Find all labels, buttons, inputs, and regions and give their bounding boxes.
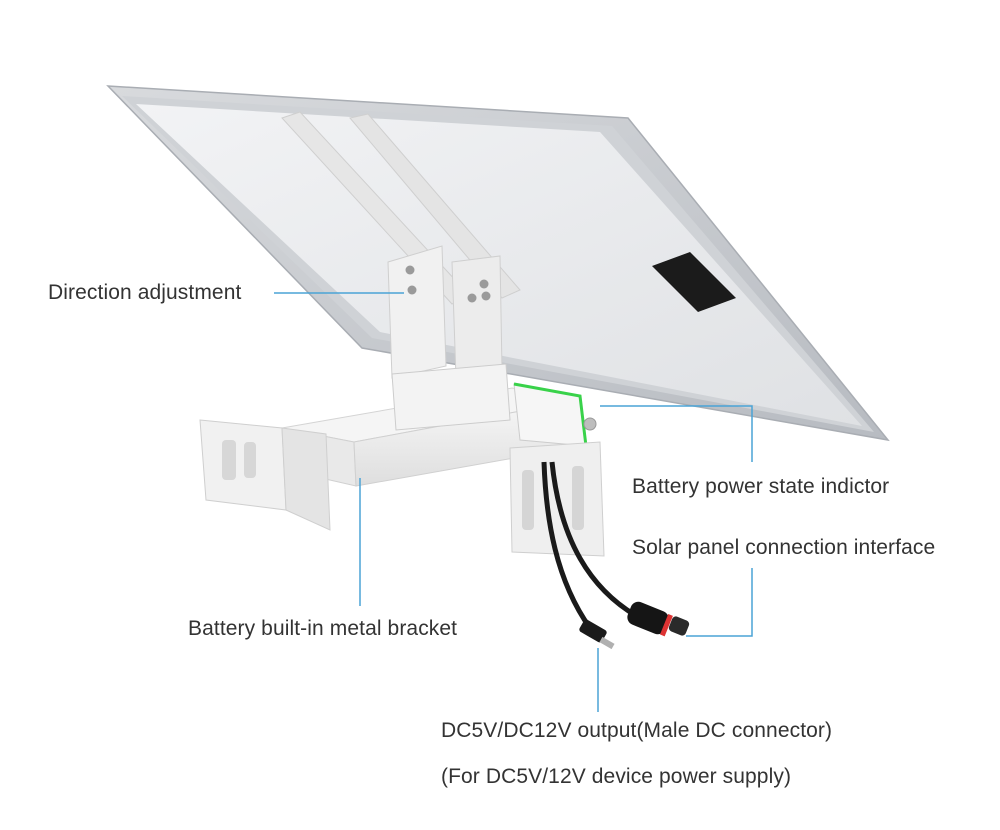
- leader-indicator: [600, 405, 753, 462]
- label-dc-supply: (For DC5V/12V device power supply): [441, 765, 792, 788]
- label-metal-bracket: Battery built-in metal bracket: [188, 617, 458, 640]
- leader-lines: [274, 292, 753, 712]
- indicator-light: [513, 382, 588, 447]
- label-direction-adjustment: Direction adjustment: [48, 281, 242, 304]
- label-battery-indicator: Battery power state indictor: [632, 475, 890, 498]
- solar-connector: [627, 601, 690, 637]
- junction-box: [652, 252, 736, 312]
- dc-male-connector: [579, 619, 615, 650]
- leader-solar-interface: [686, 568, 753, 637]
- battery-arm: [281, 363, 597, 487]
- label-solar-interface: Solar panel connection interface: [632, 536, 936, 559]
- cables: [541, 461, 690, 650]
- label-dc-output: DC5V/DC12V output(Male DC connector): [441, 719, 833, 742]
- left-wall-plate: [199, 419, 331, 531]
